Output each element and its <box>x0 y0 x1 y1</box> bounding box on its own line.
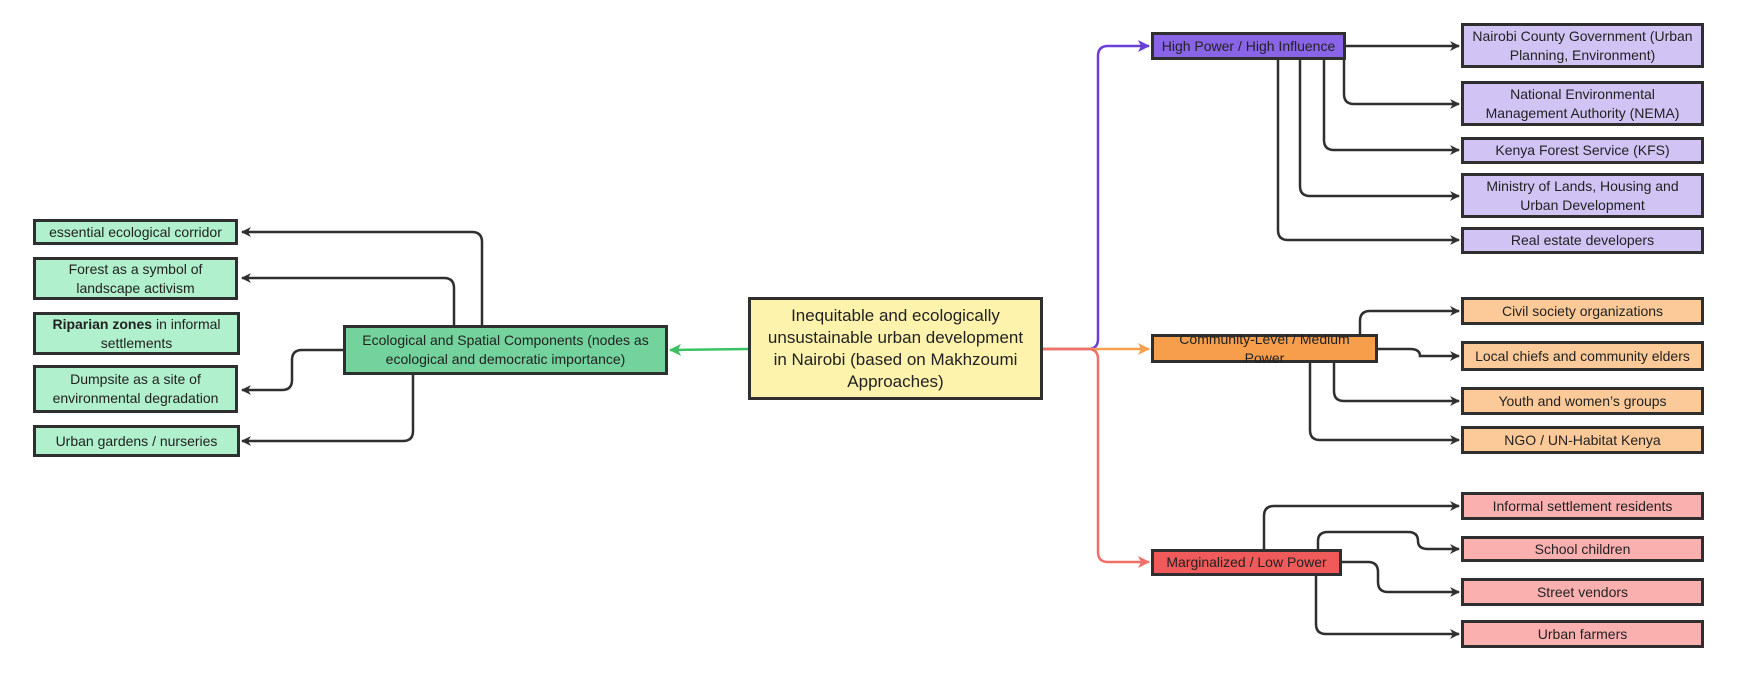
edge-community-to-ngo <box>1308 361 1460 445</box>
high-power-node: High Power / High Influence <box>1151 32 1346 60</box>
edge-marginalized-to-vendors <box>1340 560 1460 597</box>
leaf-civil-society: Civil society organizations <box>1461 297 1704 325</box>
riparian-rest-text: in informal settlements <box>100 315 221 351</box>
leaf-ministry-lands: Ministry of Lands, Housing and Urban Dev… <box>1461 173 1704 218</box>
leaf-urban-farmers: Urban farmers <box>1461 620 1704 648</box>
leaf-youth-women: Youth and women’s groups <box>1461 387 1704 415</box>
edge-eco-to-forest <box>241 273 456 325</box>
edge-eco-to-gardens <box>241 374 415 446</box>
leaf-kfs: Kenya Forest Service (KFS) <box>1461 137 1704 164</box>
leaf-forest-symbol: Forest as a symbol of landscape activism <box>33 257 238 300</box>
leaf-urban-gardens: Urban gardens / nurseries <box>33 425 240 457</box>
edge-community-to-civil-society <box>1358 306 1460 337</box>
edge-marginalized-to-children <box>1316 530 1460 554</box>
edge-high-to-ministry <box>1298 58 1460 201</box>
edge-eco-to-corridor <box>241 227 484 325</box>
leaf-riparian-zones: Riparian zones in informal settlements <box>33 312 240 355</box>
central-topic-node: Inequitable and ecologically unsustainab… <box>748 297 1043 400</box>
marginalized-node: Marginalized / Low Power <box>1151 549 1342 576</box>
edge-central-to-marginalized <box>1042 347 1150 568</box>
edge-marginalized-to-residents <box>1262 501 1460 550</box>
edge-central-to-high-power <box>1042 40 1150 351</box>
leaf-ecological-corridor: essential ecological corridor <box>33 219 238 245</box>
riparian-bold-text: Riparian zones <box>52 315 153 332</box>
leaf-real-estate: Real estate developers <box>1461 227 1704 254</box>
edge-high-to-developers <box>1276 58 1460 245</box>
leaf-school-children: School children <box>1461 536 1704 562</box>
leaf-local-chiefs: Local chiefs and community elders <box>1461 341 1704 371</box>
edge-marginalized-to-farmers <box>1314 574 1460 639</box>
edge-central-to-ecological <box>669 343 749 356</box>
edge-eco-to-dumpsite <box>241 348 343 395</box>
leaf-nairobi-county: Nairobi County Government (Urban Plannin… <box>1461 23 1704 68</box>
edge-community-to-chiefs <box>1376 347 1460 361</box>
edge-high-to-kfs <box>1322 58 1460 155</box>
leaf-street-vendors: Street vendors <box>1461 578 1704 606</box>
leaf-nema: National Environmental Management Author… <box>1461 81 1704 126</box>
community-node: Community-Level / Medium Power <box>1151 331 1378 366</box>
ecological-components-node: Ecological and Spatial Components (nodes… <box>343 325 668 375</box>
edge-high-to-nema <box>1342 58 1460 109</box>
leaf-dumpsite: Dumpsite as a site of environmental degr… <box>33 365 238 413</box>
edge-community-to-youth <box>1332 361 1460 406</box>
leaf-informal-residents: Informal settlement residents <box>1461 492 1704 520</box>
leaf-ngo-un-habitat: NGO / UN-Habitat Kenya <box>1461 426 1704 454</box>
